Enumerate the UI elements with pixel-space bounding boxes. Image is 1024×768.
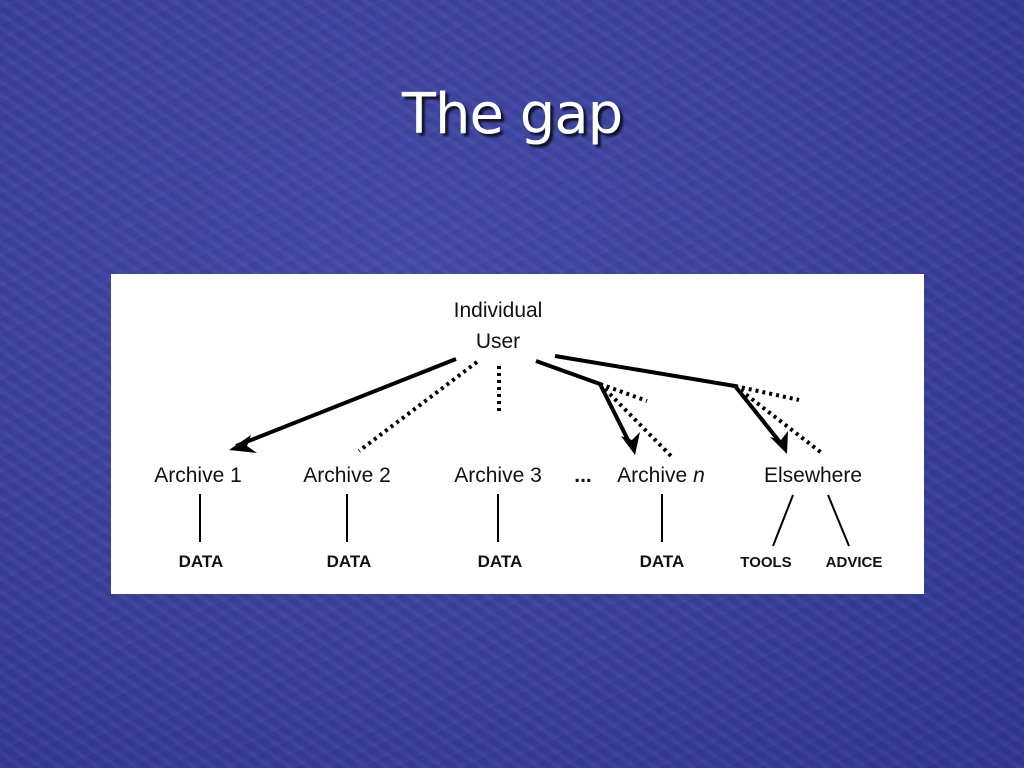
node-archive1: Archive 1 (154, 464, 242, 487)
arrowhead-archive-n (621, 432, 640, 455)
edge-user-archive1 (235, 357, 457, 448)
edge-elsewhere-dotted-b (733, 384, 825, 456)
leaf-data-archive-n: DATA (640, 552, 685, 571)
root-label-line1: Individual (454, 299, 543, 322)
node-archive2: Archive 2 (303, 464, 391, 487)
diagram-panel: Individual User Archive 1 Archive 2 Arch… (111, 274, 924, 594)
arrowhead-elsewhere (770, 431, 788, 454)
edge-archive-n-dotted-b (598, 382, 673, 458)
leaf-advice: ADVICE (826, 554, 883, 571)
root-label-line2: User (476, 330, 520, 353)
node-ellipsis: ... (574, 464, 592, 487)
connector-elsewhere-advice (827, 494, 850, 547)
leaf-data-archive3: DATA (478, 552, 523, 571)
edge-user-elsewhere (554, 354, 785, 448)
leaf-data-archive1: DATA (179, 552, 224, 571)
edge-user-archive-n (535, 359, 633, 447)
leaf-tools: TOOLS (740, 554, 791, 571)
arrowhead-archive1 (229, 435, 257, 453)
node-archive-n-suffix: n (693, 464, 705, 487)
node-archive-n: Archive n (617, 464, 705, 487)
node-elsewhere: Elsewhere (764, 464, 862, 487)
node-archive3: Archive 3 (454, 464, 542, 487)
leaf-data-archive2: DATA (327, 552, 372, 571)
slide-title: The gap (401, 82, 623, 147)
connector-elsewhere-tools (772, 494, 794, 547)
gap-diagram: Individual User Archive 1 Archive 2 Arch… (154, 299, 883, 571)
edge-archive-n-dotted-a (599, 382, 648, 403)
node-archive-n-prefix: Archive (617, 464, 687, 487)
